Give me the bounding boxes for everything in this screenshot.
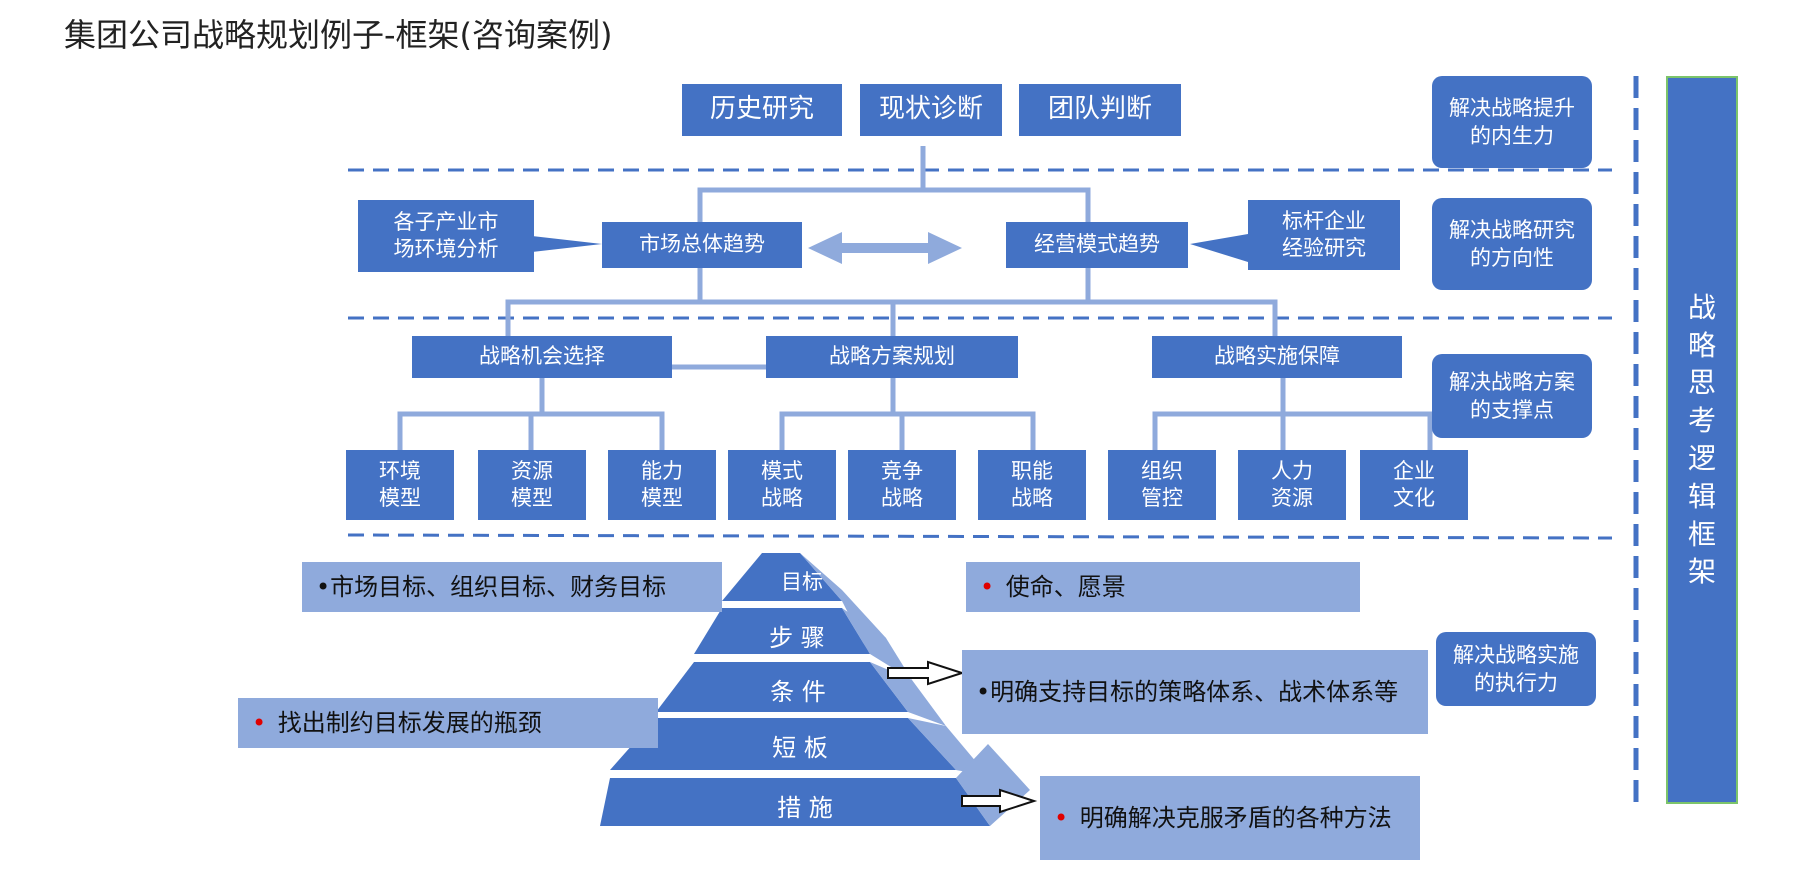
bullet-dot: • bbox=[252, 708, 267, 737]
leaf-model-strategy: 模式 战略 bbox=[728, 450, 836, 520]
page-title: 集团公司战略规划例子-框架(咨询案例) bbox=[64, 16, 613, 54]
left-pointer-wedge bbox=[532, 236, 602, 252]
pyramid-level-conditions: 条 件 bbox=[770, 678, 826, 706]
box-team-judgement: 团队判断 bbox=[1019, 84, 1181, 136]
note-bottleneck: • 找出制约目标发展的瓶颈 bbox=[238, 698, 658, 748]
pyramid-level-weakness: 短 板 bbox=[772, 734, 828, 762]
note-goals-text: •市场目标、组织目标、财务目标 bbox=[316, 572, 667, 601]
separator-line-3 bbox=[347, 533, 1613, 540]
note-bottleneck-text: 找出制约目标发展的瓶颈 bbox=[277, 708, 542, 737]
side-vertical-label: 战略思考逻辑框架 bbox=[1666, 76, 1738, 804]
bullet-dot: • bbox=[980, 572, 995, 601]
pyramid-level-measures: 措 施 bbox=[777, 794, 833, 822]
note-strategy-system: •明确支持目标的策略体系、战术体系等 bbox=[962, 650, 1428, 734]
leaf-corporate-culture: 企业 文化 bbox=[1360, 450, 1468, 520]
label-internal-power: 解决战略提升 的内生力 bbox=[1432, 76, 1592, 168]
note-mission-text: 使命、愿景 bbox=[1005, 572, 1126, 601]
box-strategic-implementation: 战略实施保障 bbox=[1152, 336, 1402, 378]
label-direction: 解决战略研究 的方向性 bbox=[1432, 198, 1592, 290]
box-strategic-plan: 战略方案规划 bbox=[766, 336, 1018, 378]
bullet-dot: • bbox=[1054, 803, 1069, 832]
leaf-human-resources: 人力 资源 bbox=[1238, 450, 1346, 520]
leaf-capability-model: 能力 模型 bbox=[608, 450, 716, 520]
right-pointer-wedge bbox=[1190, 234, 1248, 262]
label-execution: 解决战略实施 的执行力 bbox=[1436, 632, 1596, 706]
box-industry-market-analysis: 各子产业市 场环境分析 bbox=[358, 200, 534, 272]
label-support-points: 解决战略方案 的支撑点 bbox=[1432, 354, 1592, 438]
tree-connectors bbox=[397, 146, 1433, 450]
box-market-trend: 市场总体趋势 bbox=[602, 222, 802, 268]
box-strategic-opportunity: 战略机会选择 bbox=[412, 336, 672, 378]
leaf-functional-strategy: 职能 战略 bbox=[978, 450, 1086, 520]
box-benchmark-research: 标杆企业 经验研究 bbox=[1248, 200, 1400, 270]
note-mission: • 使命、愿景 bbox=[966, 562, 1360, 612]
side-vertical-text: 战略思考逻辑框架 bbox=[1687, 290, 1716, 589]
leaf-competition-strategy: 竞争 战略 bbox=[848, 450, 956, 520]
box-status-diagnosis: 现状诊断 bbox=[860, 84, 1002, 136]
box-business-model-trend: 经营模式趋势 bbox=[1006, 222, 1188, 268]
note-methods-text: 明确解决克服矛盾的各种方法 bbox=[1079, 803, 1392, 832]
note-strategy-system-text: •明确支持目标的策略体系、战术体系等 bbox=[976, 677, 1399, 706]
leaf-organization-control: 组织 管控 bbox=[1108, 450, 1216, 520]
hollow-arrows bbox=[887, 660, 1038, 814]
leaf-environment-model: 环境 模型 bbox=[346, 450, 454, 520]
note-methods: • 明确解决克服矛盾的各种方法 bbox=[1040, 776, 1420, 860]
double-arrow bbox=[808, 232, 962, 264]
note-goals: •市场目标、组织目标、财务目标 bbox=[302, 562, 722, 612]
pyramid-level-goal: 目标 bbox=[781, 570, 823, 594]
leaf-resource-model: 资源 模型 bbox=[478, 450, 586, 520]
pyramid-level-steps: 步 骤 bbox=[769, 624, 825, 652]
box-history-research: 历史研究 bbox=[682, 84, 842, 136]
